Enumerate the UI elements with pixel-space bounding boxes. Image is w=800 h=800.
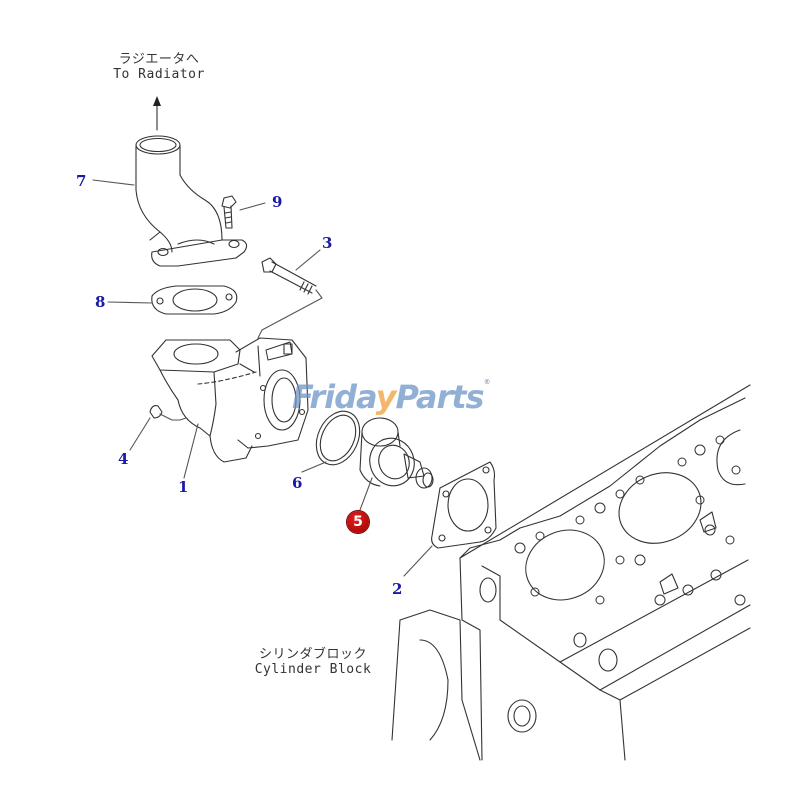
block-caption-jp: シリンダブロック	[258, 647, 367, 662]
watermark-text-a: Frida	[292, 378, 377, 416]
radiator-caption-jp: ラジエータへ	[118, 52, 200, 67]
callout-9[interactable]: 9	[272, 193, 283, 211]
watermark-logo: FridayParts®	[292, 378, 491, 416]
block-caption-en: Cylinder Block	[254, 661, 372, 677]
block-gasket-part	[431, 461, 497, 549]
watermark-text-b: Parts	[395, 378, 484, 416]
cylinder-block-caption: シリンダブロック Cylinder Block	[248, 647, 378, 678]
radiator-caption: ラジエータへ To Radiator	[104, 52, 214, 83]
callout-3[interactable]: 3	[322, 234, 333, 252]
callout-6[interactable]: 6	[292, 474, 303, 492]
registered-mark: ®	[483, 378, 491, 386]
watermark-text-y: y	[375, 378, 397, 416]
elbow-gasket-part	[151, 285, 238, 315]
arrow-up-icon	[153, 96, 161, 131]
thermostat-housing-part	[151, 337, 309, 463]
callout-8[interactable]: 8	[95, 293, 106, 311]
callout-1[interactable]: 1	[178, 478, 189, 496]
radiator-caption-en: To Radiator	[113, 66, 205, 82]
callout-5-highlighted[interactable]: 5	[347, 511, 369, 533]
seal-ring-part	[315, 410, 361, 466]
plug-part	[149, 405, 187, 421]
cylinder-block-part	[391, 384, 751, 761]
callout-2[interactable]: 2	[392, 580, 403, 598]
thermostat-part	[359, 417, 434, 489]
bolt-part	[221, 195, 237, 229]
callout-4[interactable]: 4	[118, 450, 129, 468]
long-bolt-part	[261, 257, 317, 295]
outlet-elbow-part	[135, 135, 248, 267]
callout-7[interactable]: 7	[76, 172, 87, 190]
